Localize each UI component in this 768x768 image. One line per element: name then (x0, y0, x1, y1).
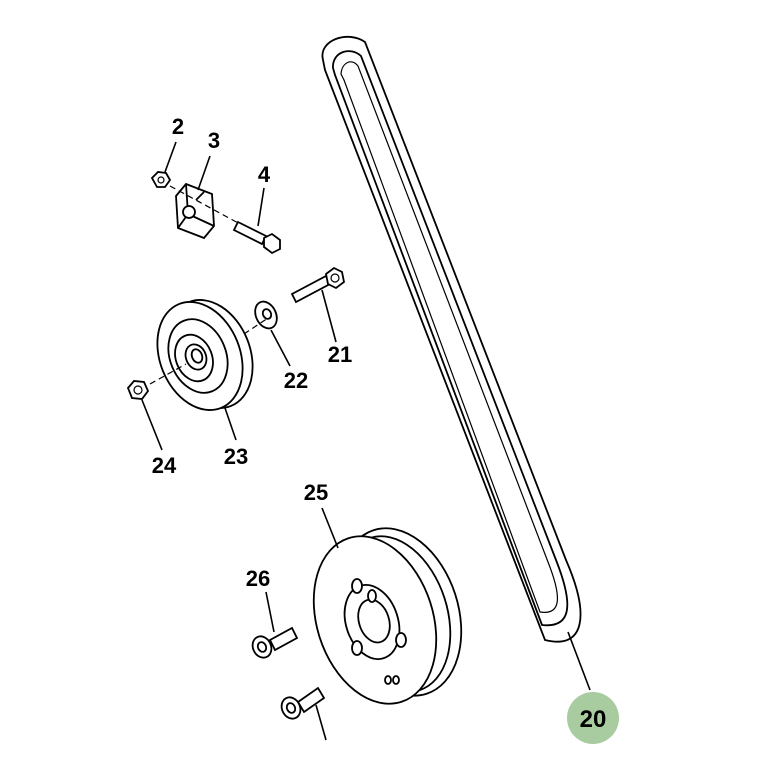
bolt-part-4 (169, 185, 281, 255)
v-belt (321, 35, 582, 643)
callout-20-highlight (567, 692, 619, 744)
drive-pulley-part-25 (312, 527, 463, 705)
leader-lines (141, 141, 591, 741)
cap-screw-part-26-upper (251, 626, 299, 659)
nut-part-2 (150, 171, 172, 188)
callout-26: 26 (246, 566, 270, 591)
callout-20: 20 (580, 706, 607, 733)
washer-part-22 (254, 300, 278, 330)
idler-pulley-part-23 (149, 299, 269, 411)
callout-24: 24 (152, 453, 177, 478)
callout-23: 23 (224, 444, 248, 469)
bolt-part-21 (290, 266, 345, 304)
callout-3: 3 (208, 128, 220, 153)
callout-22: 22 (284, 368, 308, 393)
callout-4: 4 (258, 162, 271, 187)
callout-21: 21 (328, 342, 352, 367)
callout-2: 2 (172, 114, 184, 139)
callout-25: 25 (304, 480, 328, 505)
nut-part-24 (126, 380, 150, 400)
bracket-part-3 (175, 182, 215, 240)
cap-screw-part-26-lower (280, 686, 326, 720)
